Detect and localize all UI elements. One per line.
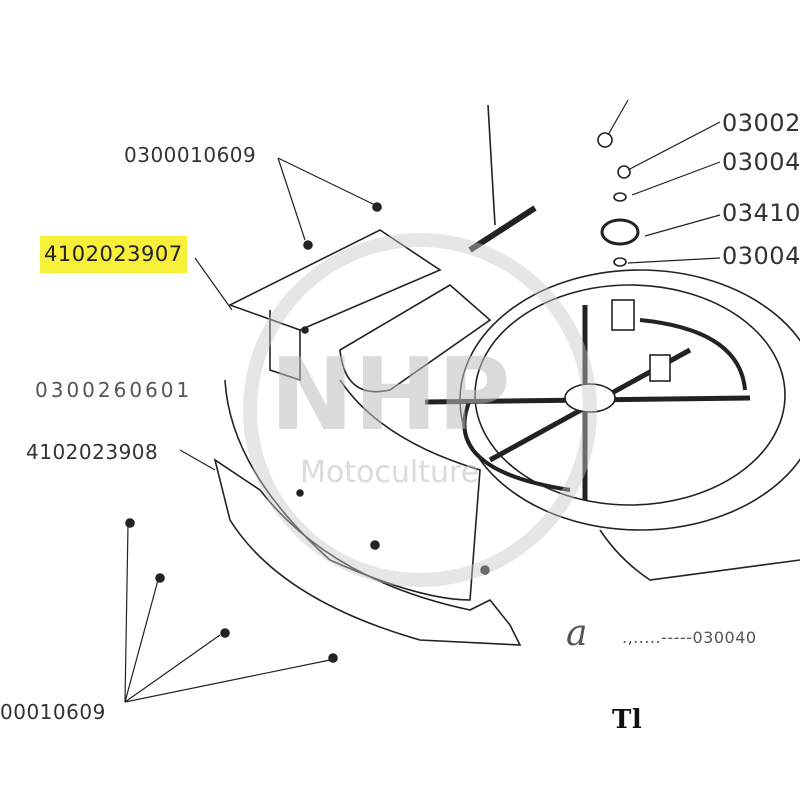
- hub: [564, 383, 616, 413]
- bottom-fragment: Tl: [612, 705, 643, 735]
- hole: [370, 540, 380, 550]
- label-bottom-screw: 00010609: [0, 700, 106, 724]
- label-right-3: 03410: [722, 199, 800, 227]
- bracket-4102023907: [227, 229, 442, 331]
- leader-lines: [124, 99, 721, 703]
- hole: [480, 565, 490, 575]
- label-highlighted-part: 4102023907: [40, 236, 187, 274]
- label-right-2: 030040: [722, 148, 800, 176]
- screw: [155, 573, 165, 583]
- nut: [617, 165, 631, 179]
- rod: [468, 205, 537, 253]
- label-right-4: 030040: [722, 242, 800, 270]
- screw: [125, 518, 135, 528]
- screw: [220, 628, 230, 638]
- hole: [296, 489, 304, 497]
- hole: [301, 326, 309, 334]
- watermark-sub: Motoculture: [300, 455, 480, 490]
- pulley: [600, 218, 640, 246]
- screw: [303, 240, 313, 250]
- rod-leader: [487, 104, 496, 226]
- label-4102023908: 4102023908: [26, 440, 159, 464]
- watermark-ring: [243, 233, 597, 587]
- legend-dots: .,.....-----030040: [622, 628, 757, 647]
- drum-skirt: [599, 529, 800, 581]
- nut: [597, 132, 613, 148]
- cover-plate: [339, 284, 492, 393]
- shield-4102023908: [213, 458, 522, 646]
- post: [649, 354, 671, 382]
- label-top-screw: 0300010609: [124, 143, 257, 167]
- blade-arc: [462, 399, 571, 492]
- label-0300260601: 0300260601: [35, 378, 193, 402]
- blade-arc: [639, 318, 747, 391]
- watermark-brand: NHP: [270, 336, 511, 453]
- screw: [372, 202, 382, 212]
- washer: [613, 257, 627, 267]
- legend-a: a: [566, 613, 588, 654]
- washer: [613, 192, 627, 202]
- post: [611, 299, 635, 331]
- screw: [328, 653, 338, 663]
- drum-inner-ring: [474, 284, 786, 506]
- bracket-flange: [269, 310, 301, 382]
- shield-body: [224, 379, 481, 601]
- label-right-1: 03002: [722, 109, 800, 137]
